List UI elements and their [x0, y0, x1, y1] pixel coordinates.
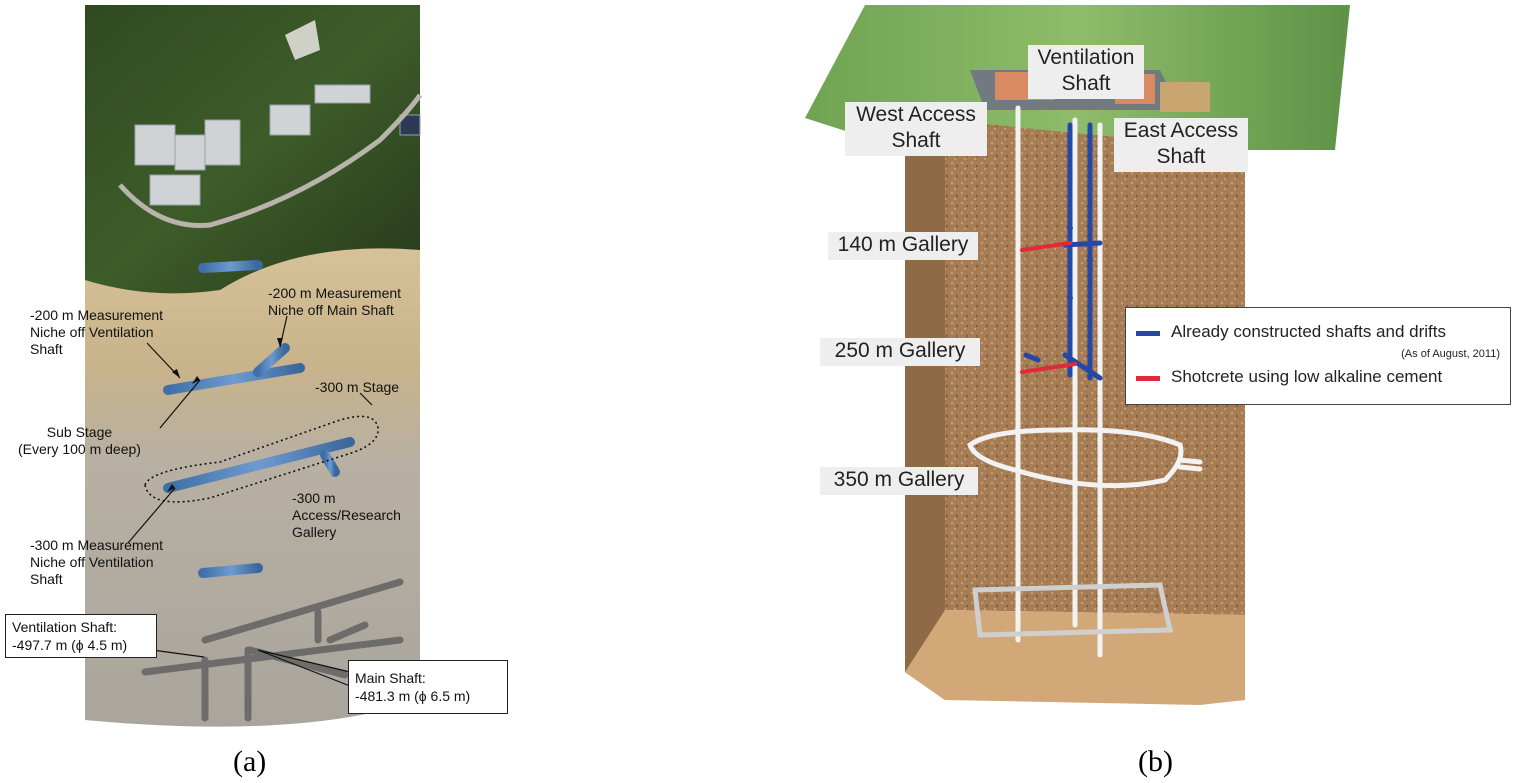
label-access-gallery-300: -300 m Access/Research Gallery	[292, 490, 401, 540]
main-shaft-box: Main Shaft: -481.3 m (ϕ 6.5 m)	[348, 660, 508, 714]
ventilation-shaft-depth: -497.7 m (ϕ 4.5 m)	[12, 637, 128, 653]
panel-a-illustration	[85, 5, 423, 727]
ventilation-shaft-box: Ventilation Shaft: -497.7 m (ϕ 4.5 m)	[5, 614, 157, 658]
panel-b-illustration	[805, 5, 1350, 705]
legend: Already constructed shafts and drifts (A…	[1125, 307, 1511, 405]
legend-swatch-shotcrete	[1136, 376, 1160, 381]
main-shaft-title: Main Shaft:	[355, 670, 426, 686]
label-niche-main-200: -200 m Measurement Niche off Main Shaft	[268, 285, 402, 318]
block-left-face	[905, 110, 945, 700]
panel-b: Ventilation Shaft West Access Shaft East…	[760, 0, 1526, 783]
legend-shotcrete: Shotcrete using low alkaline cement	[1171, 367, 1443, 386]
caption-b: (b)	[1138, 745, 1173, 778]
pointer-lines	[114, 315, 373, 687]
ventilation-shaft-title: Ventilation Shaft:	[12, 619, 118, 635]
blue-shafts	[163, 253, 355, 660]
label-gallery-350: 350 m Gallery	[820, 467, 978, 495]
constructed-shafts	[1023, 122, 1103, 381]
label-stage-300: -300 m Stage	[315, 379, 400, 395]
main-shaft-depth: -481.3 m (ϕ 6.5 m)	[355, 688, 471, 704]
label-sub-stage: Sub Stage (Every 100 m deep)	[18, 424, 141, 457]
label-gallery-140: 140 m Gallery	[828, 232, 978, 260]
label-west-access-shaft: West Access Shaft	[845, 102, 987, 156]
ground-section	[85, 240, 420, 727]
panel-a: -200 m Measurement Niche off Ventilation…	[0, 0, 620, 783]
surface-facility	[134, 84, 421, 206]
label-niche-ventilation-200: -200 m Measurement Niche off Ventilation…	[30, 307, 164, 357]
legend-swatch-constructed	[1136, 331, 1160, 336]
shotcrete-segments	[1020, 241, 1077, 374]
legend-as-of: (As of August, 2011)	[1401, 348, 1500, 360]
caption-a: (a)	[233, 745, 267, 778]
label-gallery-250: 250 m Gallery	[820, 338, 980, 366]
planned-shafts	[967, 105, 1203, 658]
stage-outline	[144, 415, 379, 503]
label-ventilation-shaft: Ventilation Shaft	[1028, 45, 1144, 99]
legend-constructed: Already constructed shafts and drifts	[1171, 322, 1446, 341]
label-niche-ventilation-300: -300 m Measurement Niche off Ventilation…	[30, 537, 164, 587]
label-east-access-shaft: East Access Shaft	[1114, 118, 1248, 172]
